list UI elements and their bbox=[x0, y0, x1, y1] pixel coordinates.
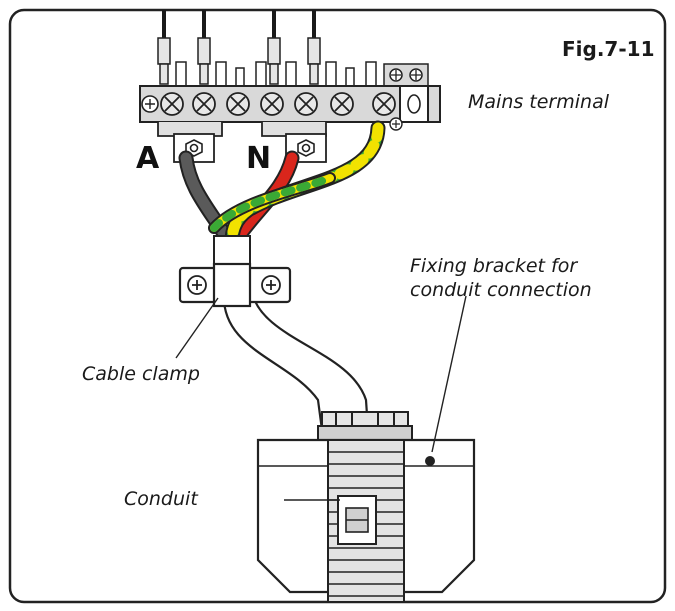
supply-wires bbox=[162, 10, 316, 40]
cable-clamp bbox=[178, 262, 292, 308]
corrugated-conduit bbox=[327, 439, 405, 603]
terminal-end-right bbox=[399, 85, 429, 123]
cable-clamp-label: Cable clamp bbox=[82, 363, 200, 385]
clamp-screw-left bbox=[187, 275, 207, 295]
screw-slots bbox=[164, 96, 392, 112]
bracket-label-line2: conduit connection bbox=[410, 279, 592, 301]
phase-n-label: N bbox=[246, 141, 271, 176]
bracket-hole bbox=[425, 456, 435, 466]
mounting-screw-left bbox=[141, 95, 159, 113]
phase-a-label: A bbox=[136, 141, 160, 176]
bracket-nuts bbox=[185, 139, 315, 157]
earth-screw bbox=[389, 117, 403, 131]
earth-lug bbox=[383, 63, 429, 87]
leader-lines bbox=[175, 295, 467, 501]
bracket-label-line1: Fixing bracket for bbox=[410, 255, 578, 277]
clamp-screw-right bbox=[261, 275, 281, 295]
cable-lower bbox=[222, 291, 370, 432]
mains-terminal-label: Mains terminal bbox=[468, 91, 610, 113]
conductor-wires bbox=[178, 120, 386, 250]
conduit-gland bbox=[317, 411, 413, 441]
wire-lugs bbox=[157, 37, 321, 85]
conduit-label: Conduit bbox=[124, 488, 199, 510]
figure-label: Fig.7-11 bbox=[562, 37, 654, 61]
